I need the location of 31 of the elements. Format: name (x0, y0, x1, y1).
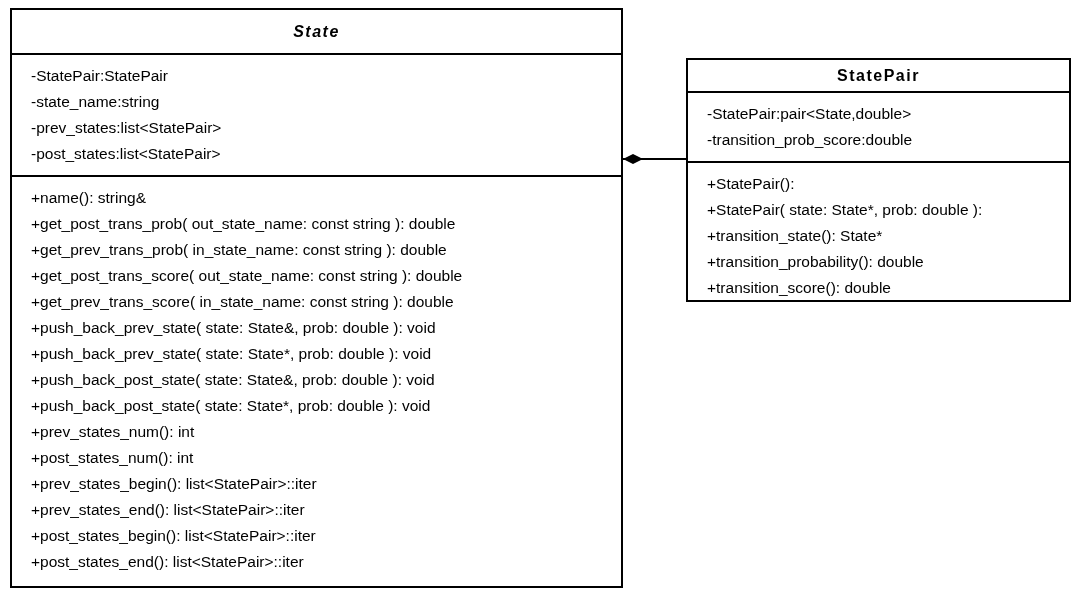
method-text: +get_prev_trans_prob( in_state_name: const string ): double (31, 240, 447, 260)
method-text: +StatePair( state: State*, prob: double ): (707, 200, 983, 220)
method-text: +transition_probability(): double (707, 252, 924, 272)
class-name: State (293, 22, 340, 41)
method-text: +get_post_trans_score( out_state_name: const string ): double (31, 266, 463, 286)
method-text: +get_prev_trans_score( in_state_name: const string ): double (31, 292, 454, 312)
attribute-text: -StatePair:StatePair (31, 66, 168, 86)
method-text: +prev_states_end(): list<StatePair>::iter (31, 500, 305, 520)
attribute-text: -post_states:list<StatePair> (31, 144, 221, 164)
method-text: +transition_state(): State* (707, 226, 883, 246)
class-name: StatePair (837, 66, 920, 85)
class-box (686, 58, 1071, 302)
attribute-text: -StatePair:pair<State,double> (707, 104, 912, 124)
composition-line (622, 154, 687, 164)
method-text: +post_states_end(): list<StatePair>::iter (31, 552, 304, 572)
method-text: +prev_states_begin(): list<StatePair>::iter (31, 474, 317, 494)
method-text: +post_states_begin(): list<StatePair>::iter (31, 526, 316, 546)
method-text: +push_back_post_state( state: State*, prob: double ): void (31, 396, 431, 416)
class-box (10, 8, 623, 588)
method-text: +StatePair(): (707, 174, 795, 194)
method-text: +name(): string& (31, 188, 146, 208)
method-text: +transition_score(): double (707, 278, 891, 298)
method-text: +push_back_prev_state( state: State*, prob: double ): void (31, 344, 432, 364)
method-text: +push_back_prev_state( state: State&, prob: double ): void (31, 318, 436, 338)
attribute-text: -transition_prob_score:double (707, 130, 913, 150)
method-text: +push_back_post_state( state: State&, prob: double ): void (31, 370, 435, 390)
attribute-text: -prev_states:list<StatePair> (31, 118, 222, 138)
method-text: +post_states_num(): int (31, 448, 194, 468)
method-text: +get_post_trans_prob( out_state_name: const string ): double (31, 214, 456, 234)
attribute-text: -state_name:string (31, 92, 160, 112)
method-text: +prev_states_num(): int (31, 422, 195, 442)
